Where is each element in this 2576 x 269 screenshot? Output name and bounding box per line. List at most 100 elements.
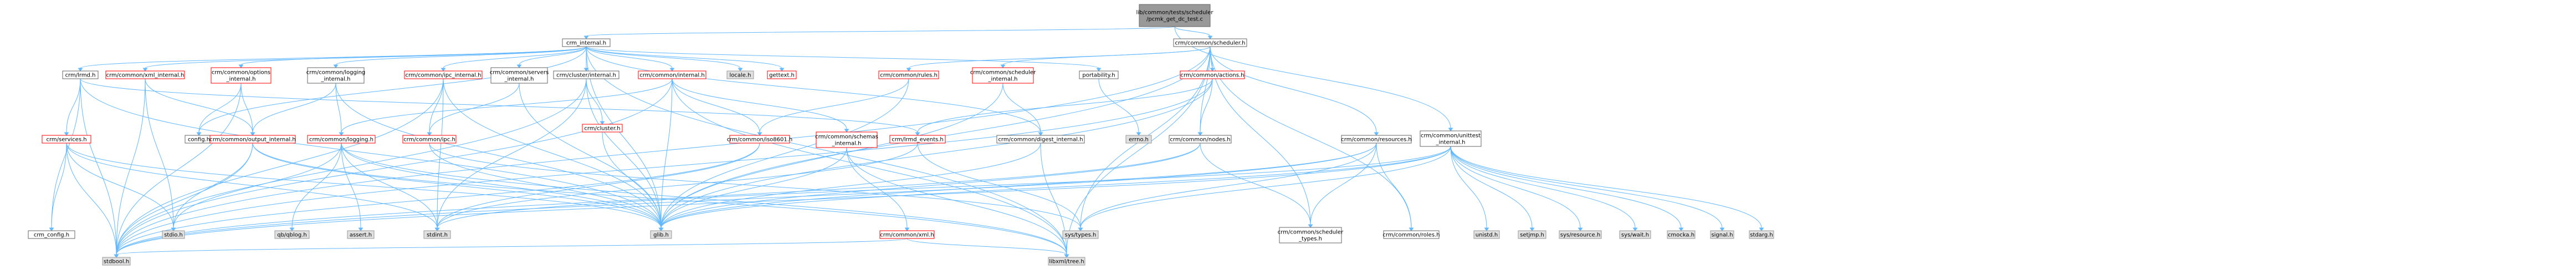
include-edge-n3-n38 xyxy=(1078,146,1451,231)
node-crm-common-unittest-internal-h[interactable]: crm/common/unittest_internal.h xyxy=(1420,130,1482,147)
node-label: crm/common/internal.h xyxy=(639,73,704,79)
edge-line xyxy=(660,147,847,229)
edge-arrowhead xyxy=(1000,64,1006,68)
edge-arrowhead xyxy=(904,227,910,231)
edge-line xyxy=(1174,26,1211,37)
node-sys-types-h: sys/types.h xyxy=(1062,230,1099,239)
include-edge-n27-n49 xyxy=(1040,143,1069,258)
node-box xyxy=(1710,230,1734,239)
node-portability-h[interactable]: portability.h xyxy=(1079,70,1119,79)
node-box xyxy=(1667,230,1696,239)
node-crm-cluster-h[interactable]: crm/cluster.h xyxy=(582,124,623,133)
include-edge-n30-n39 xyxy=(1308,143,1377,228)
node-lib-common-tests-scheduler-pcmk-get-dc-test-c[interactable]: lib/common/tests/scheduler/pcmk_get_dc_t… xyxy=(1136,4,1214,27)
edge-arrowhead xyxy=(1064,254,1069,258)
edge-line xyxy=(1002,83,1041,133)
edge-line xyxy=(252,143,662,229)
node-crm-common-xml-h[interactable]: crm/common/xml.h xyxy=(879,230,935,239)
edge-arrowhead xyxy=(1136,132,1141,136)
edge-arrowhead xyxy=(1759,227,1764,231)
node-crm-common-rules-h[interactable]: crm/common/rules.h xyxy=(878,70,939,79)
node-crm-common-nodes-h[interactable]: crm/common/nodes.h xyxy=(1169,135,1232,144)
edge-arrowhead xyxy=(238,64,244,68)
include-edge-n30-n38 xyxy=(1078,143,1377,231)
include-edge-n11-n49 xyxy=(672,78,1069,258)
node-crm-common-logging-h[interactable]: crm/common/logging.h xyxy=(307,135,376,144)
node-crm-common-resources-h[interactable]: crm/common/resources.h xyxy=(1341,135,1412,144)
edge-arrowhead xyxy=(1578,227,1583,231)
node-config-h[interactable]: config.h xyxy=(185,135,213,144)
edge-line xyxy=(1450,146,1723,229)
node-crm-lrmd-h[interactable]: crm/lrmd.h xyxy=(62,70,99,79)
node-label: signal.h xyxy=(1711,232,1733,238)
node-crm-common-scheduler-h[interactable]: crm/common/scheduler.h xyxy=(1173,38,1247,47)
edge-line xyxy=(443,78,662,229)
node-crm-common-ipc-internal-h[interactable]: crm/common/ipc_internal.h xyxy=(404,70,483,79)
node-label: assert.h xyxy=(350,232,372,238)
node-crm-common-scheduler-types-h[interactable]: crm/common/scheduler_types.h xyxy=(1278,227,1344,243)
include-edge-n25-n37 xyxy=(846,147,910,231)
node-crm-config-h[interactable]: crm_config.h xyxy=(28,230,75,239)
node-crm-common-schemas-internal-h[interactable]: crm/common/schemas_internal.h xyxy=(815,131,878,148)
node-crm-common-options-internal-h[interactable]: crm/common/options_internal.h xyxy=(211,67,272,84)
node-sys-resource-h: sys/resource.h xyxy=(1559,230,1602,239)
edge-arrowhead xyxy=(289,227,295,231)
node-crm-internal-h[interactable]: crm_internal.h xyxy=(562,38,611,47)
edge-line xyxy=(116,143,1377,255)
header-nodes: lib/common/tests/scheduler/pcmk_get_dc_t… xyxy=(28,4,1774,266)
edge-line xyxy=(240,83,253,133)
edge-arrowhead xyxy=(1529,227,1535,231)
edge-line xyxy=(586,46,782,69)
node-crm-lrmd-events-h[interactable]: crm/lrmd_events.h xyxy=(889,135,946,144)
include-edge-n11-n21 xyxy=(339,78,673,136)
edge-line xyxy=(586,46,1067,255)
node-box xyxy=(1139,4,1211,27)
edge-line xyxy=(519,46,587,65)
edge-line xyxy=(1098,78,1139,133)
node-label: setjmp.h xyxy=(1520,232,1544,238)
node-label: _internal.h xyxy=(988,77,1018,83)
node-crm-common-scheduler-internal-h[interactable]: crm/common/scheduler_internal.h xyxy=(970,67,1036,84)
node-box xyxy=(490,67,548,84)
node-box xyxy=(1125,135,1152,144)
node-crm-common-internal-h[interactable]: crm/common/internal.h xyxy=(638,70,706,79)
node-box xyxy=(211,67,272,84)
include-edge-n5-n32 xyxy=(145,78,176,231)
node-crm-common-roles-h[interactable]: crm/common/roles.h xyxy=(1382,230,1440,239)
node-label: gettext.h xyxy=(769,73,795,79)
edge-line xyxy=(240,46,587,65)
node-crm-common-digest-internal-h[interactable]: crm/common/digest_internal.h xyxy=(996,135,1085,144)
edge-line xyxy=(660,143,1201,229)
edge-line xyxy=(429,143,662,229)
node-box xyxy=(1473,230,1500,239)
edge-line xyxy=(291,143,342,229)
edge-arrowhead xyxy=(1096,68,1102,72)
node-crm-services-h[interactable]: crm/services.h xyxy=(42,135,91,144)
node-crm-cluster-internal-h[interactable]: crm/cluster/internal.h xyxy=(553,70,619,79)
edge-arrowhead xyxy=(1448,128,1453,131)
include-edge-n11-n25 xyxy=(672,78,849,133)
node-crm-common-actions-h[interactable]: crm/common/actions.h xyxy=(1180,70,1245,79)
node-gettext-h[interactable]: gettext.h xyxy=(767,70,797,79)
node-crm-common-iso8601-h[interactable]: crm/common/iso8601.h xyxy=(727,135,793,144)
node-label: crm/common/options xyxy=(212,70,270,76)
include-edge-n37-n49 xyxy=(907,238,1069,258)
node-errno-h: errno.h xyxy=(1125,135,1152,144)
node-label: libxml/tree.h xyxy=(1049,259,1084,265)
node-crm-common-xml-internal-h[interactable]: crm/common/xml_internal.h xyxy=(105,70,185,79)
include-edge-n1-n8 xyxy=(441,46,587,72)
node-crm-common-servers-internal-h[interactable]: crm/common/servers_internal.h xyxy=(490,67,549,84)
node-crm-common-logging-internal-h[interactable]: crm/common/logging_internal.h xyxy=(306,67,366,84)
edge-line xyxy=(116,83,242,255)
edge-line xyxy=(341,143,361,229)
node-label: crm/common/output_internal.h xyxy=(209,137,295,143)
node-box xyxy=(726,70,754,79)
node-setjmp-h: setjmp.h xyxy=(1518,230,1546,239)
node-crm-common-output-internal-h[interactable]: crm/common/output_internal.h xyxy=(209,135,296,144)
edge-line xyxy=(437,78,444,229)
node-label: locale.h xyxy=(730,73,751,79)
node-box xyxy=(1619,230,1651,239)
include-edge-n16-n28 xyxy=(1098,78,1141,136)
node-label: unistd.h xyxy=(1476,232,1498,238)
node-crm-common-ipc-h[interactable]: crm/common/ipc.h xyxy=(402,135,457,144)
